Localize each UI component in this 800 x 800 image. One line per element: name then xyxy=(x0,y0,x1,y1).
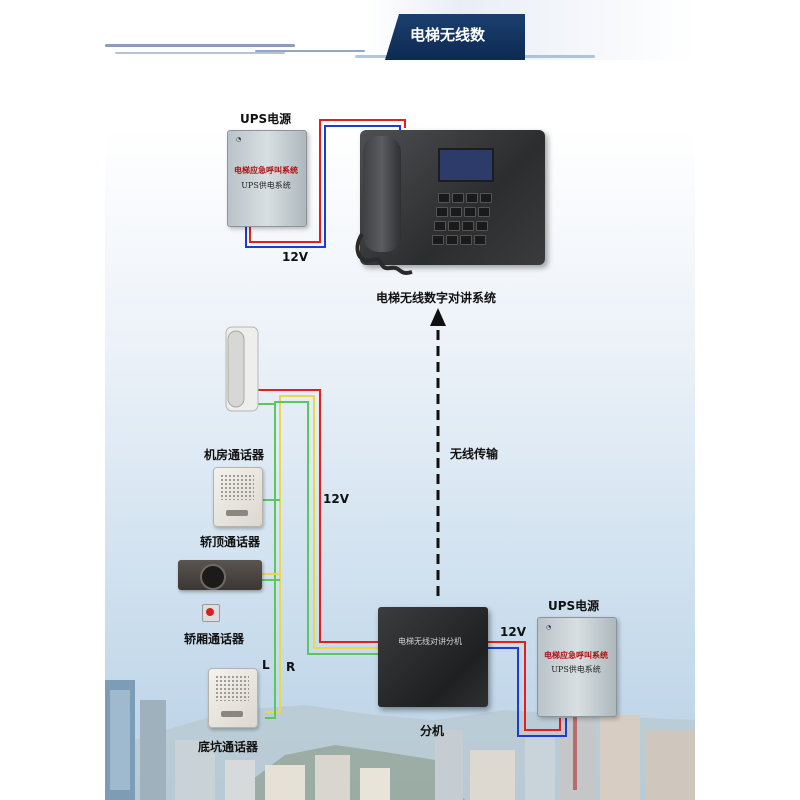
extension-label: 分机 xyxy=(420,724,445,738)
phone-cord-icon xyxy=(355,232,413,275)
extension-unit-icon xyxy=(378,607,488,707)
top-ups-box-line1: 电梯应急呼叫系统 xyxy=(234,165,298,175)
bus-wire-yellow xyxy=(265,395,378,713)
wire-right-label: R xyxy=(286,660,296,674)
top-ups-box-icon xyxy=(227,130,307,227)
banner-title: 电梯无线数 xyxy=(410,26,486,44)
bottom-ups-box-icon xyxy=(537,617,617,717)
bottom-ups-box-line2: UPS供电系统 xyxy=(551,665,601,674)
bottom-ups-box-line1: 电梯应急呼叫系统 xyxy=(544,650,608,660)
phone-screen xyxy=(438,148,494,182)
bottom-ups-label: UPS电源 xyxy=(548,599,600,613)
desk-phone-handset-icon xyxy=(363,136,401,252)
bus-wire-green xyxy=(265,401,378,719)
wireless-label: 无线传输 xyxy=(450,447,499,461)
wireless-arrow-head xyxy=(430,308,446,326)
wall-handset-icon xyxy=(225,326,259,412)
banner-dark-panel xyxy=(385,14,525,60)
car-label: 轿厢通话器 xyxy=(184,632,245,646)
bus-wire-red xyxy=(252,389,378,643)
bus-voltage-label: 12V xyxy=(323,492,349,506)
top-ups-box-line2: UPS供电系统 xyxy=(241,181,291,190)
wire-bottom-blue xyxy=(488,647,567,737)
city-skyline-image xyxy=(105,680,695,800)
bottom-ups-logo: ◔ xyxy=(546,624,552,631)
top-ups-label: UPS电源 xyxy=(240,112,292,126)
pit-label: 底坑通话器 xyxy=(198,740,259,754)
extension-box-text: 电梯无线对讲分机 xyxy=(398,637,462,646)
machine-room-label: 机房通话器 xyxy=(204,448,265,462)
main-station-label: 电梯无线数字对讲系统 xyxy=(376,291,497,305)
bottom-ups-voltage: 12V xyxy=(500,625,526,639)
car-top-label: 轿顶通话器 xyxy=(200,535,261,549)
wire-top-blue xyxy=(245,125,401,248)
wire-left-label: L xyxy=(262,658,270,672)
wire-bottom-red xyxy=(488,641,561,731)
wire-top-red xyxy=(249,119,406,243)
top-ups-voltage: 12V xyxy=(282,250,308,264)
top-ups-logo: ◔ xyxy=(236,136,242,143)
